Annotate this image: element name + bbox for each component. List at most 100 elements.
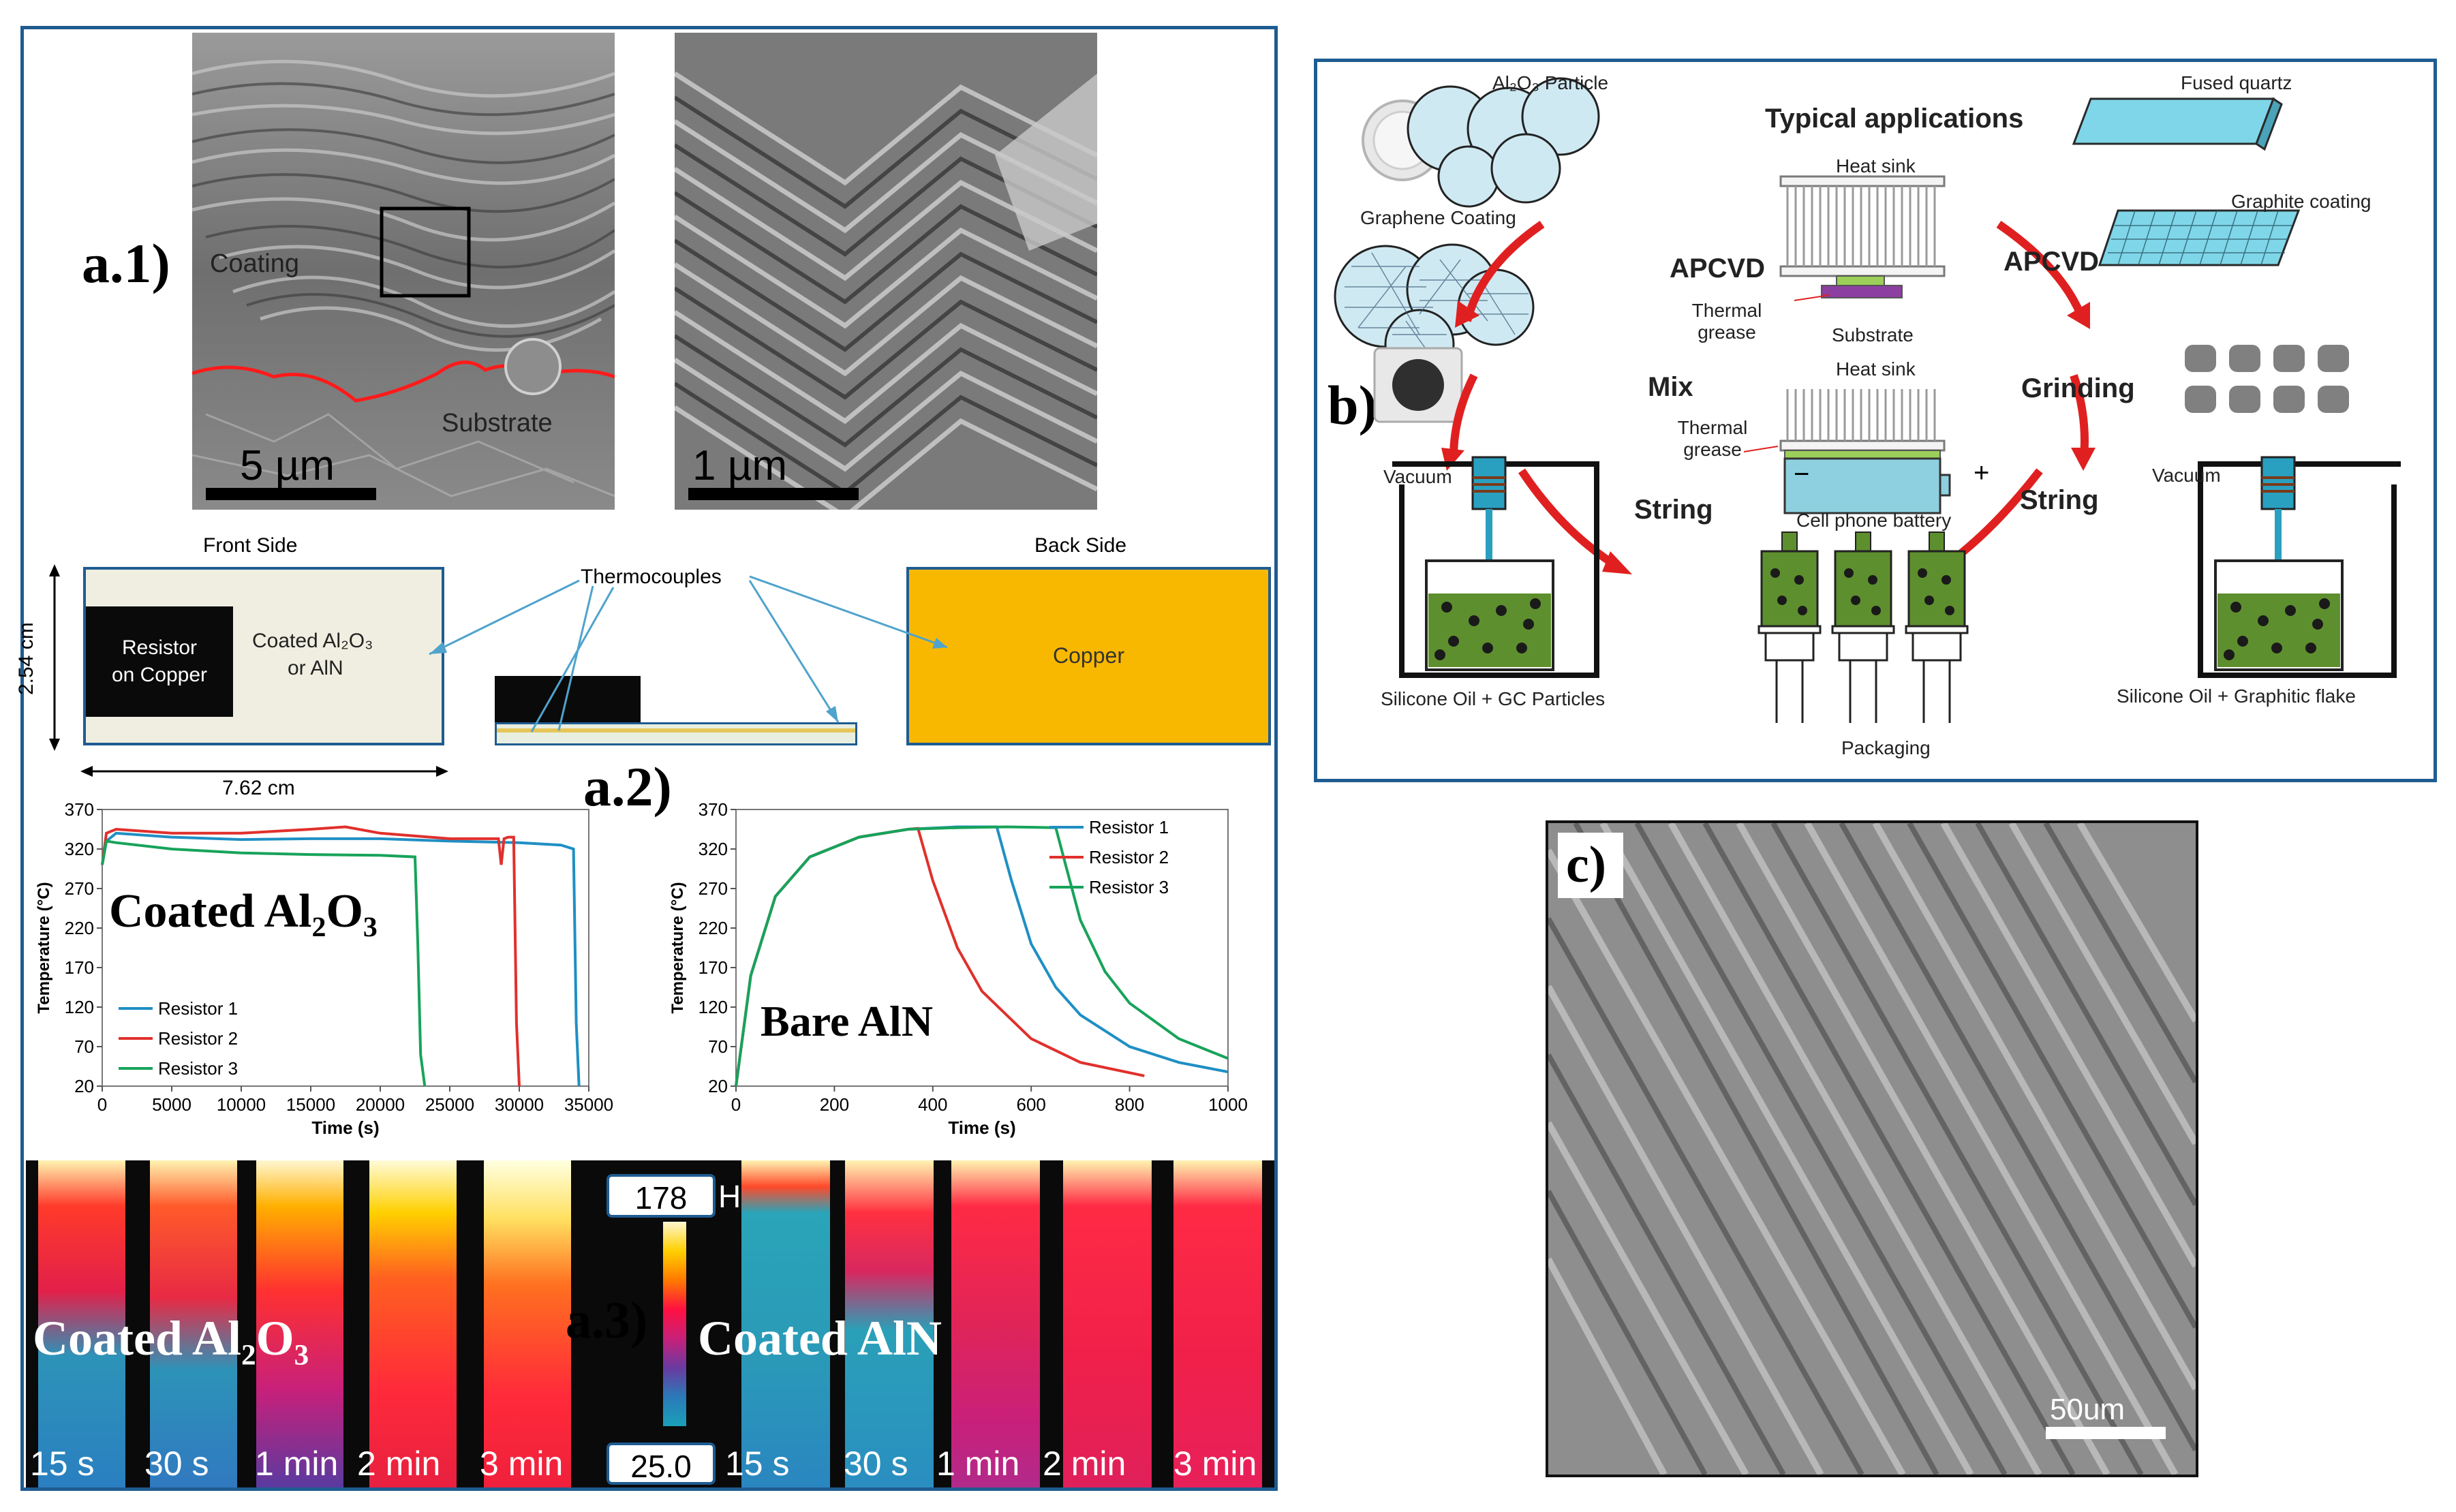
x-axis-label: Time (s) — [948, 1117, 1015, 1138]
panel-b-diagram — [1334, 77, 2401, 723]
ir-scale-max-suffix: H — [718, 1179, 741, 1214]
ir-time-label: 3 min — [480, 1445, 564, 1483]
y-tick-label: 70 — [74, 1036, 94, 1057]
coated-label-line1: Coated Al₂O₃ — [252, 630, 373, 652]
battery-plus: + — [1974, 458, 1990, 488]
legend-label: Resistor 2 — [1089, 847, 1169, 867]
y-tick-label: 320 — [65, 839, 94, 859]
label-string-right: String — [2020, 485, 2099, 515]
label-graphite-coating: Graphite coating — [2231, 191, 2371, 212]
thermocouples-label: Thermocouples — [581, 566, 722, 588]
y-tick-label: 370 — [699, 799, 728, 820]
sem-image-zoom: 1 µm — [675, 33, 1097, 510]
panel-c-frame: c) 50um — [1546, 820, 2198, 1477]
coated-label-line2: or AlN — [288, 657, 343, 679]
y-axis-label: Temperature (°C) — [669, 882, 687, 1013]
legend-label: Resistor 2 — [158, 1028, 238, 1049]
ir-color-scale — [663, 1222, 686, 1426]
width-dimension: 7.62 cm — [222, 777, 295, 799]
ir-scale-max-box: 178 — [607, 1174, 716, 1218]
y-tick-label: 220 — [699, 918, 728, 938]
x-tick-label: 800 — [1115, 1094, 1144, 1115]
label-vacuum-right: Vacuum — [2152, 465, 2221, 486]
label-apcvd-right: APCVD — [2004, 247, 2100, 277]
ir-time-label: 2 min — [1043, 1445, 1126, 1483]
plot-area — [735, 809, 1229, 1087]
legend-label: Resistor 3 — [158, 1058, 238, 1079]
ir-image: 178 H 25.0 Coated Al₂O₃ Coated AlN a.3) … — [26, 1160, 1274, 1487]
sem-right-scalebar — [688, 488, 859, 500]
ir-scale-max: 178 — [634, 1180, 688, 1216]
cross-section-resistor — [495, 676, 641, 722]
front-side-label: Front Side — [203, 534, 298, 557]
ir-time-label: 1 min — [255, 1445, 339, 1483]
x-tick-label: 200 — [820, 1094, 849, 1115]
panel-c-label: c) — [1566, 836, 1607, 893]
sem-right-texture — [675, 33, 1097, 510]
label-typical-applications: Typical applications — [1765, 104, 2024, 134]
y-tick-label: 370 — [65, 799, 94, 820]
sem-substrate-label: Substrate — [442, 409, 553, 437]
chart-title: Coated Al₂O₃ — [109, 885, 378, 938]
ir-sample-strip — [369, 1160, 457, 1487]
ir-sample-strip — [150, 1160, 237, 1487]
panel-b-label: b) — [1327, 374, 1377, 436]
label-mix: Mix — [1648, 372, 1693, 402]
ir-time-label: 30 s — [844, 1445, 908, 1483]
x-tick-label: 15000 — [286, 1094, 335, 1115]
legend-label: Resistor 3 — [1089, 877, 1169, 897]
ir-sample-strip — [38, 1160, 125, 1487]
ir-time-label: 30 s — [144, 1445, 209, 1483]
label-substrate: Substrate — [1832, 324, 1914, 345]
panel-a3-label: a.3) — [566, 1292, 648, 1349]
x-tick-label: 0 — [97, 1094, 107, 1115]
ir-time-label: 15 s — [725, 1445, 790, 1483]
label-graphene-coating: Graphene Coating — [1360, 207, 1516, 228]
plot-area — [102, 809, 589, 1087]
panel-c-label-box: c) — [1558, 833, 1623, 898]
thermocouple-leaders — [429, 575, 948, 732]
chart-title: Bare AlN — [761, 997, 933, 1045]
label-silicone-gc: Silicone Oil + GC Particles — [1381, 688, 1606, 709]
y-tick-label: 20 — [74, 1076, 94, 1096]
y-tick-label: 20 — [708, 1076, 728, 1096]
sem-image-coating: Coating Substrate 5 µm — [192, 33, 615, 510]
dimension-arrows — [49, 564, 448, 777]
label-apcvd-left: APCVD — [1670, 253, 1766, 283]
x-axis-label: Time (s) — [311, 1117, 379, 1138]
front-side-plate: Resistor on Copper Coated Al₂O₃ or AlN — [83, 567, 444, 745]
series-line-resistor-2 — [101, 825, 521, 1087]
sem-right-scale-text: 1 µm — [692, 442, 788, 489]
legend-label: Resistor 1 — [1089, 817, 1169, 837]
cross-section-coating-layer — [497, 728, 855, 732]
ir-time-label: 2 min — [357, 1445, 441, 1483]
back-side-label: Back Side — [1034, 534, 1127, 557]
ir-sample-strip — [484, 1160, 571, 1487]
panel-c-sem-texture — [1548, 823, 2196, 1475]
label-vacuum-left: Vacuum — [1383, 466, 1452, 487]
label-packaging: Packaging — [1841, 737, 1931, 758]
ir-label-coated-aln: Coated AlN — [698, 1311, 942, 1366]
label-al2o3-particle: Al₂O₃ Particle — [1492, 72, 1609, 93]
resistor-label-line2: on Copper — [111, 664, 208, 686]
sem-left-scale-text: 5 µm — [240, 442, 335, 489]
ir-sample-strip — [951, 1160, 1040, 1487]
y-tick-label: 170 — [699, 957, 728, 978]
y-tick-label: 220 — [65, 918, 94, 938]
battery-minus: − — [1794, 459, 1810, 489]
series-line-resistor-2 — [735, 827, 1145, 1087]
x-tick-label: 20000 — [356, 1094, 405, 1115]
ir-sample-strip — [741, 1160, 830, 1487]
ir-scale-min-box: 25.0 — [607, 1442, 716, 1485]
ir-time-label: 3 min — [1173, 1445, 1257, 1483]
panel-a1-label: a.1) — [82, 232, 170, 294]
ir-sample-strip — [256, 1160, 343, 1487]
series-line-resistor-3 — [101, 839, 427, 1087]
x-tick-label: 0 — [731, 1094, 741, 1115]
label-heat-sink-mid: Heat sink — [1836, 358, 1916, 380]
y-axis-label: Temperature (°C) — [35, 882, 53, 1013]
sem-left-texture — [192, 33, 615, 510]
panel-a2-label: a.2) — [583, 756, 672, 818]
